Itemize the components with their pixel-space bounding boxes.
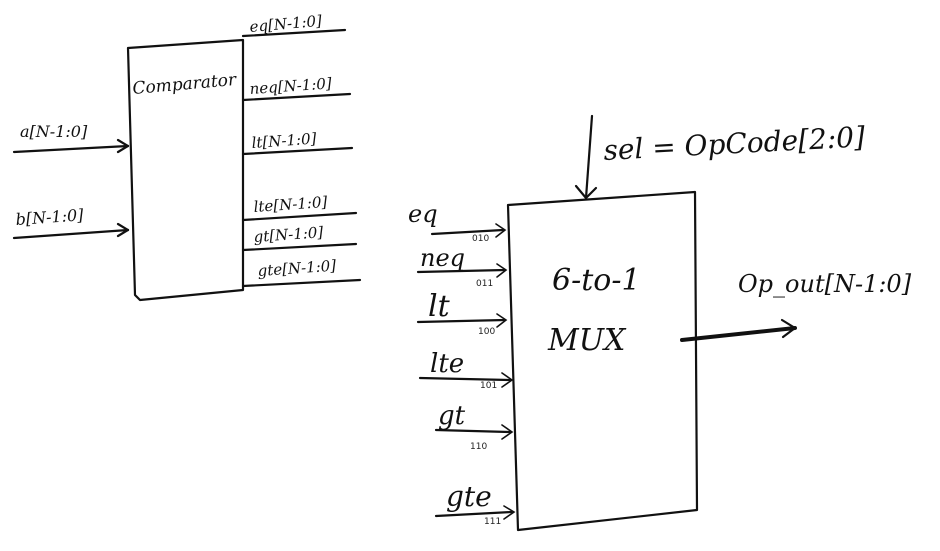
output-lt-wire (241, 146, 354, 156)
mux-input-gte: gte 111 (434, 480, 516, 527)
mux-title-line1: 6-to-1 (552, 263, 641, 298)
mux-input-gt: gt 110 (434, 401, 514, 452)
output-lte-label: lte[N-1:0] (253, 193, 328, 216)
comparator-block: Comparator a[N-1:0] b[N-1:0] eq[N-1:0] n… (12, 12, 362, 302)
mux-input-gt-code: 110 (470, 442, 487, 452)
comparator-output-gte: gte[N-1:0] (241, 257, 362, 288)
mux-input-eq: eq 010 (408, 200, 507, 244)
mux-input-eq-arrow (495, 223, 507, 238)
output-gte-wire (241, 278, 362, 288)
mux-output: Op_out[N-1:0] (680, 270, 912, 342)
output-neq-wire (241, 92, 352, 102)
mux-input-eq-label: eq (408, 200, 438, 228)
mux-block: 6-to-1 MUX sel = OpCode[2:0] Op_out[N-1:… (408, 114, 912, 532)
mux-input-gt-label: gt (438, 401, 466, 431)
mux-input-gt-wire (434, 428, 512, 434)
comparator-output-neq: neq[N-1:0] (241, 74, 352, 102)
output-eq-wire (241, 28, 347, 38)
mux-input-neq-label: neq (420, 244, 465, 272)
input-b-label: b[N-1:0] (15, 205, 85, 229)
mux-input-neq-wire (416, 268, 507, 274)
input-a-wire (12, 144, 130, 154)
comparator-output-lt: lt[N-1:0] (241, 129, 354, 156)
input-b-wire (12, 228, 130, 240)
mux-input-neq-code: 011 (476, 279, 493, 289)
output-label: Op_out[N-1:0] (738, 270, 912, 298)
mux-input-lte-wire (418, 376, 512, 382)
mux-input-lt-code: 100 (478, 327, 495, 337)
output-lte-wire (241, 211, 358, 222)
select-wire (584, 114, 594, 200)
mux-input-eq-wire (430, 228, 505, 236)
mux-input-lt-wire (416, 318, 507, 324)
select-arrow (574, 184, 598, 200)
input-b-arrow (116, 222, 130, 238)
mux-input-gte-code: 111 (484, 517, 501, 527)
mux-input-eq-code: 010 (472, 234, 489, 244)
mux-input-lte-label: lte (430, 349, 464, 379)
mux-select: sel = OpCode[2:0] (574, 114, 866, 200)
mux-input-lte-arrow (501, 372, 514, 388)
mux-input-neq-arrow (496, 263, 508, 278)
output-gt-label: gt[N-1:0] (253, 223, 324, 246)
mux-input-lt-label: lt (428, 289, 451, 324)
mux-input-neq: neq 011 (416, 244, 508, 289)
comparator-output-eq: eq[N-1:0] (241, 12, 347, 38)
mux-input-lte: lte 101 (418, 349, 514, 391)
input-a-label: a[N-1:0] (20, 122, 88, 141)
mux-box (506, 190, 699, 532)
comparator-output-lte: lte[N-1:0] (241, 193, 358, 222)
mux-input-gte-label: gte (446, 480, 492, 513)
comparator-box (126, 38, 245, 302)
mux-input-lt-arrow (496, 313, 508, 328)
comparator-input-b: b[N-1:0] (12, 205, 130, 240)
output-gt-wire (241, 242, 358, 252)
select-label: sel = OpCode[2:0] (603, 120, 866, 167)
mux-input-lt: lt 100 (416, 289, 508, 337)
mux-input-gte-wire (434, 510, 514, 518)
mux-input-lte-code: 101 (480, 381, 497, 391)
input-a-arrow (116, 138, 130, 154)
output-wire (680, 326, 797, 342)
comparator-title: Comparator (132, 70, 238, 99)
comparator-input-a: a[N-1:0] (12, 122, 130, 154)
mux-input-gte-arrow (503, 505, 516, 520)
comparator-output-gt: gt[N-1:0] (241, 223, 358, 252)
output-gte-label: gte[N-1:0] (257, 257, 337, 280)
mux-title-line2: MUX (547, 323, 627, 358)
mux-input-gt-arrow (501, 424, 514, 440)
output-lt-label: lt[N-1:0] (251, 129, 317, 151)
output-arrow (780, 318, 797, 339)
output-neq-label: neq[N-1:0] (249, 74, 332, 98)
